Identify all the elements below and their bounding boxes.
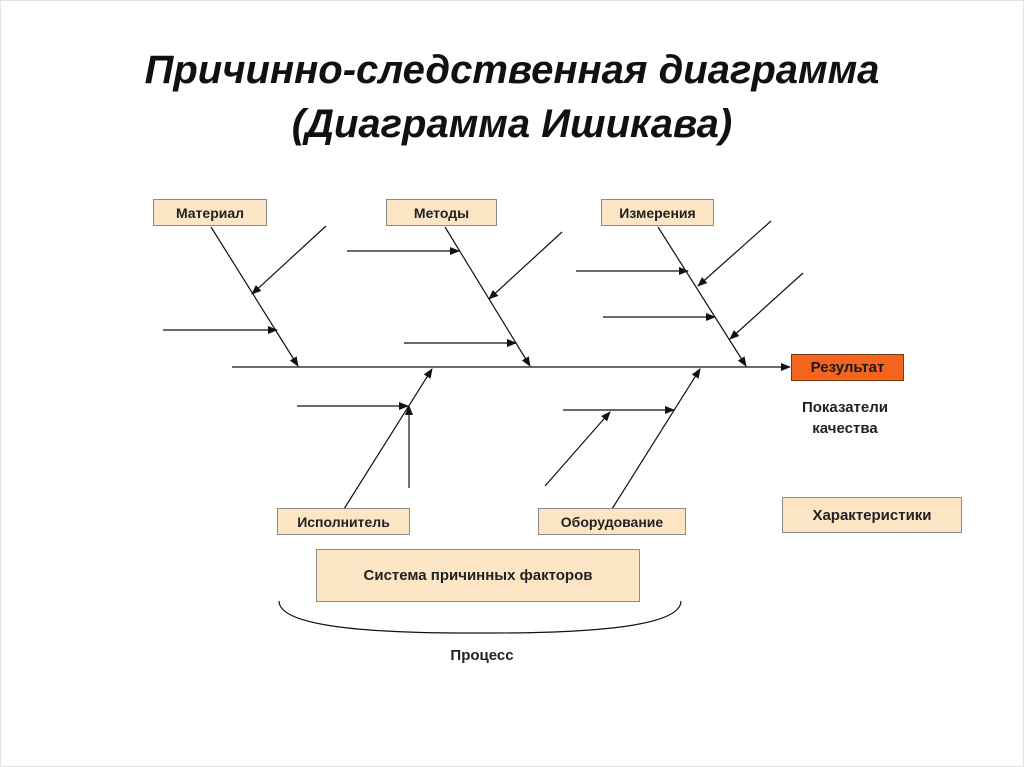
material-cause-box: Материал <box>153 199 267 226</box>
material-sub-arrow-1 <box>251 225 327 295</box>
characteristics-box: Характеристики <box>782 497 962 533</box>
measurements-bone <box>657 226 747 367</box>
process-label: Процесс <box>450 647 514 664</box>
methods-bone <box>444 226 531 367</box>
quality-indicators-label: Показатели качества <box>774 397 916 439</box>
causal-factors-system-box: Система причинных факторов <box>316 549 640 602</box>
performer-bone <box>343 368 433 510</box>
material-bone <box>210 226 299 367</box>
equipment-cause-box: Оборудование <box>538 508 686 535</box>
measurements-sub-arrow-2 <box>697 220 772 287</box>
performer-cause-box: Исполнитель <box>277 508 410 535</box>
methods-sub-arrow-2 <box>488 231 563 300</box>
diagram-title-line-2: (Диаграмма Ишикава) <box>291 102 733 146</box>
result-box: Результат <box>791 354 904 381</box>
quality-indicators-line-2: качества <box>812 420 878 437</box>
equipment-sub-arrow-2 <box>544 411 611 487</box>
measurements-sub-arrow-4 <box>729 272 804 340</box>
methods-cause-box: Методы <box>386 199 497 226</box>
process-brace <box>278 600 682 634</box>
quality-indicators-line-1: Показатели <box>801 399 888 416</box>
equipment-bone <box>611 368 701 510</box>
measurements-cause-box: Измерения <box>601 199 714 226</box>
diagram-title-line-1: Причинно-следственная диаграмма <box>144 48 880 92</box>
